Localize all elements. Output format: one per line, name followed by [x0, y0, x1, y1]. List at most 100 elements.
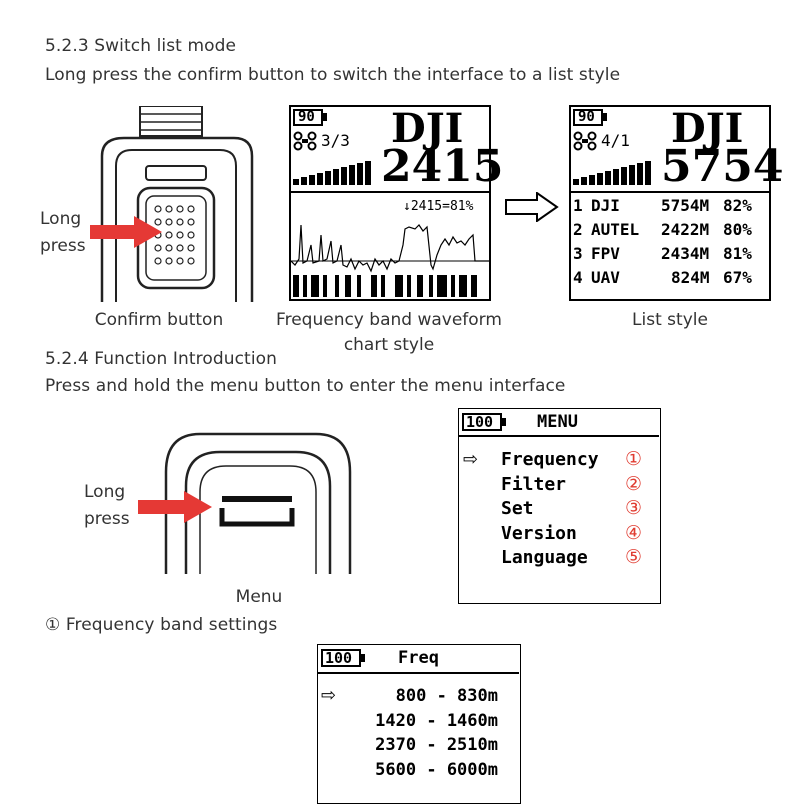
freq-screen: 100 Freq ⇨ 800 - 830m 1420 - 1460m 2370 … [317, 644, 521, 804]
battery-icon: 90 [293, 109, 323, 126]
menu-item-label: Set [501, 498, 534, 519]
section-heading-524: 5.2.4 Function Introduction [45, 349, 278, 369]
section-heading-freq: ① Frequency band settings [45, 615, 278, 635]
drone-icon [293, 131, 317, 151]
battery-icon: 90 [573, 109, 603, 126]
freq-range-item[interactable]: 5600 - 6000m [375, 759, 498, 780]
row-pct: 81% [723, 244, 752, 263]
list-row: 1 DJI 5754M 82% [573, 196, 767, 220]
row-freq: 5754M [661, 196, 710, 215]
selection-pointer-icon: ⇨ [321, 685, 337, 706]
drone-count: 3/3 [321, 131, 350, 150]
detection-list: 1 DJI 5754M 82% 2 AUTEL 2422M 80% 3 FPV … [573, 196, 767, 292]
right-arrow-icon [505, 192, 559, 222]
freq-range-item[interactable]: 2370 - 2510m [375, 735, 498, 755]
menu-item-marker: ④ [625, 521, 643, 544]
freq-title: Freq [398, 648, 439, 668]
menu-item-set[interactable]: Set ③ [501, 497, 659, 523]
peak-marker: ↓2415=81% [403, 199, 474, 214]
divider [459, 435, 659, 437]
freq-range-item[interactable]: 1420 - 1460m [375, 710, 498, 731]
row-index: 1 [573, 196, 583, 215]
battery-tip [323, 113, 327, 121]
menu-item-marker: ① [625, 448, 643, 470]
long-press-label-2: Long press [84, 479, 130, 533]
section-description-524: Press and hold the menu button to enter … [45, 376, 566, 396]
caption-waveform-line1: Frequency band waveform [276, 310, 502, 330]
radio-device-icon [100, 105, 254, 302]
press-text: press [40, 236, 86, 256]
row-freq: 2434M [661, 244, 710, 263]
long-text: Long [84, 482, 126, 502]
menu-item-label: Frequency [501, 449, 599, 470]
brand-name: DJI [671, 105, 744, 152]
row-pct: 67% [723, 268, 752, 287]
battery-icon: 100 [321, 649, 361, 667]
caption-confirm-button: Confirm button [94, 310, 224, 330]
drone-icon [573, 131, 597, 151]
menu-item-frequency[interactable]: Frequency ① [501, 448, 659, 474]
list-row: 3 FPV 2434M 81% [573, 244, 767, 268]
divider [318, 672, 519, 674]
caption-waveform: Frequency band waveform chart style [262, 308, 516, 358]
row-name: AUTEL [591, 220, 640, 239]
row-freq: 2422M [661, 220, 710, 239]
signal-bars-icon [293, 161, 371, 185]
red-arrow-icon [138, 491, 212, 523]
drone-count: 4/1 [601, 131, 630, 150]
row-index: 4 [573, 268, 583, 287]
divider [291, 191, 489, 193]
section-heading-523: 5.2.3 Switch list mode [45, 36, 237, 56]
menu-item-label: Version [501, 522, 577, 544]
battery-level: 100 [325, 649, 353, 667]
menu-item-label: Language [501, 547, 588, 568]
battery-level: 100 [466, 413, 494, 431]
brand-name: DJI [391, 105, 464, 152]
list-screen: 90 4/1 DJI 5754 1 DJI 5754M 82% 2 AUTEL … [569, 105, 783, 301]
menu-title: MENU [537, 412, 578, 432]
press-text: press [84, 509, 130, 529]
row-pct: 80% [723, 220, 752, 239]
caption-menu: Menu [235, 587, 283, 607]
red-arrow-icon [90, 216, 162, 248]
row-index: 3 [573, 244, 583, 263]
frequency-readout: 2415 [381, 141, 504, 192]
waveform-screen: 90 3/3 DJI 2415 ↓2415=81% [289, 105, 503, 301]
selection-pointer-icon: ⇨ [463, 449, 479, 470]
battery-tip [361, 654, 365, 662]
caption-waveform-line2: chart style [343, 335, 435, 355]
battery-tip [603, 113, 607, 121]
row-pct: 82% [723, 196, 752, 215]
freq-range-list: 800 - 830m 1420 - 1460m 2370 - 2510m 560… [348, 686, 498, 784]
long-text: Long [40, 209, 82, 229]
caption-list-style: List style [632, 310, 708, 330]
menu-item-filter[interactable]: Filter ② [501, 472, 659, 499]
menu-button-illustration [164, 432, 352, 574]
section-description-523: Long press the confirm button to switch … [45, 65, 621, 85]
menu-list: Frequency ① Filter ② Set ③ Version ④ Lan… [501, 448, 659, 572]
battery-level: 90 [578, 109, 595, 125]
frequency-readout: 5754 [661, 141, 784, 192]
list-row: 4 UAV 824M 67% [573, 268, 767, 292]
list-row: 2 AUTEL 2422M 80% [573, 220, 767, 244]
row-name: UAV [591, 268, 620, 287]
divider [571, 191, 769, 193]
menu-item-version[interactable]: Version ④ [501, 521, 659, 548]
waveform-chart [291, 224, 489, 297]
menu-item-language[interactable]: Language ⑤ [501, 546, 659, 572]
battery-tip [502, 418, 506, 426]
row-name: FPV [591, 244, 620, 263]
battery-icon: 100 [462, 413, 502, 431]
long-press-label-1: Long press [40, 206, 86, 260]
confirm-button-illustration [94, 105, 264, 302]
menu-item-marker: ⑤ [625, 546, 643, 568]
row-index: 2 [573, 220, 583, 239]
row-freq: 824M [671, 268, 710, 287]
menu-item-label: Filter [501, 473, 567, 495]
menu-item-marker: ③ [625, 497, 643, 519]
menu-item-marker: ② [625, 472, 643, 495]
freq-range-item[interactable]: 800 - 830m [395, 686, 498, 706]
signal-bars-icon [573, 161, 651, 185]
row-name: DJI [591, 196, 620, 215]
battery-level: 90 [298, 109, 315, 125]
